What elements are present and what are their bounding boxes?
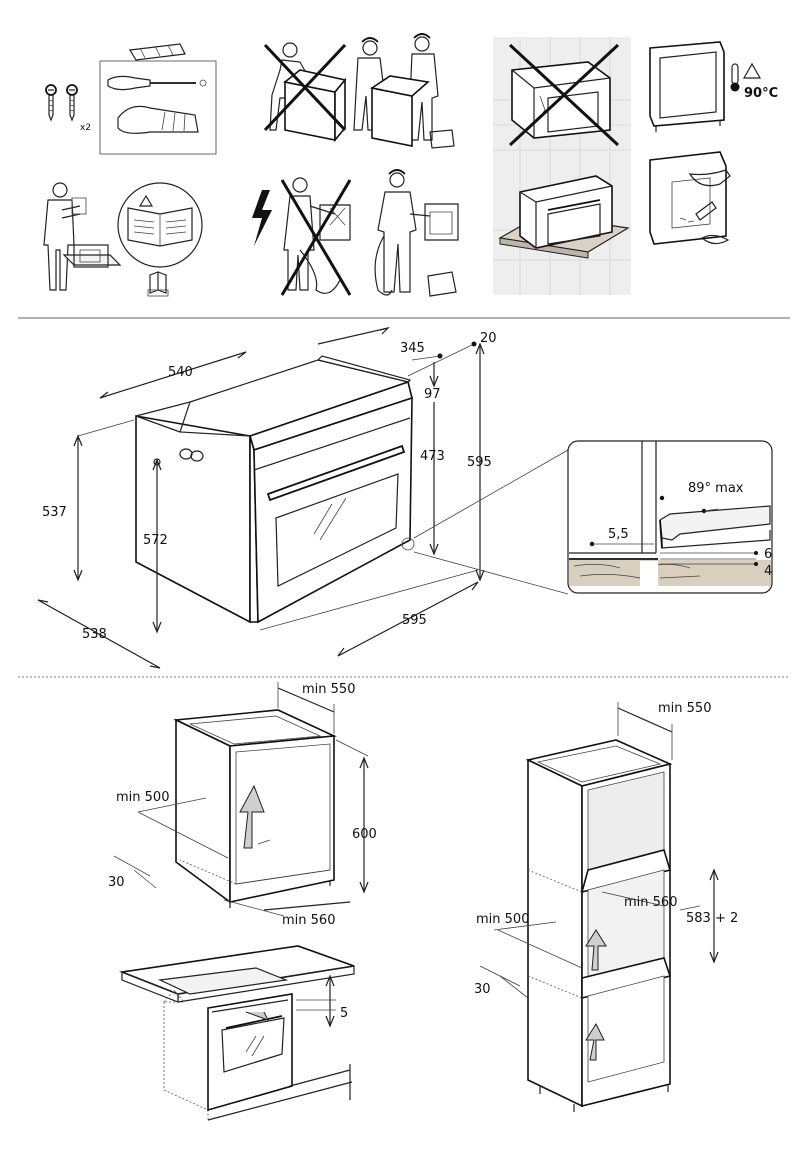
brush-icon: [695, 201, 717, 221]
dim-front-height-inner: 473: [420, 449, 445, 464]
pictogram-tools-panel: x2: [45, 43, 217, 155]
under-back-gap: 30: [108, 875, 125, 890]
hob-gap: 5: [340, 1006, 348, 1021]
column-top-width: min 550: [658, 701, 711, 716]
column-back-gap: 30: [474, 982, 491, 997]
screwdriver-icon: [107, 75, 207, 91]
dim-top-depth: 540: [168, 365, 193, 380]
pictogram-read-manual: [43, 182, 203, 297]
pictogram-cabinet-heat: 90°C: [649, 41, 778, 132]
dim-base-depth: 538: [82, 627, 107, 642]
hinge-detail-callout: [413, 440, 773, 595]
warning-triangle-icon: [138, 194, 154, 207]
temperature-label: 90°C: [744, 86, 778, 101]
under-width: min 560: [282, 913, 335, 928]
thermometer-icon: [730, 63, 740, 92]
heat-warning-icon: [742, 62, 762, 79]
spirit-level-icon: [129, 43, 186, 61]
hob-oven-install: [118, 945, 355, 1121]
gloves-icon: [117, 105, 199, 134]
under-height: 600: [352, 827, 377, 842]
pictogram-no-electrical: [252, 177, 352, 296]
pictogram-qualified-technician: [374, 169, 459, 297]
detail-gap-a: 6: [764, 547, 772, 562]
under-counter-cabinet: [113, 682, 369, 917]
column-cabinet: [479, 702, 719, 1112]
under-top-width: min 550: [302, 682, 355, 697]
dim-body-height: 572: [143, 533, 168, 548]
screws-icon: [45, 84, 78, 122]
book-icon: [147, 271, 169, 297]
dim-width: 595: [402, 613, 427, 628]
column-niche-height: 583 + 2: [686, 911, 738, 926]
screws-qty-label: x2: [80, 123, 91, 133]
dustpan-icon: [700, 234, 730, 245]
dim-side-height: 537: [42, 505, 67, 520]
dim-front-depth: 345: [400, 341, 425, 356]
detail-gap: 5,5: [608, 527, 629, 542]
pictogram-no-single-lift: [263, 42, 347, 143]
detail-gap-b: 4: [764, 564, 772, 579]
detail-angle: 89° max: [688, 481, 744, 496]
column-inner-depth: min 500: [476, 912, 529, 927]
pictogram-clean-cabinet: [649, 151, 731, 245]
oven-dimension-lines: [37, 326, 485, 669]
under-inner-depth: min 500: [116, 790, 169, 805]
pictogram-panel-grey: [493, 37, 631, 295]
dim-total-height: 595: [467, 455, 492, 470]
column-width: min 560: [624, 895, 677, 910]
oven-isometric: [135, 355, 415, 624]
tools-box: [99, 60, 217, 155]
dim-panel: 20: [480, 331, 497, 346]
lightning-icon: [252, 190, 272, 246]
dim-panel-offset: 97: [424, 387, 441, 402]
pictogram-two-person-lift: [353, 33, 455, 149]
manual-zoom-circle: [117, 182, 203, 268]
